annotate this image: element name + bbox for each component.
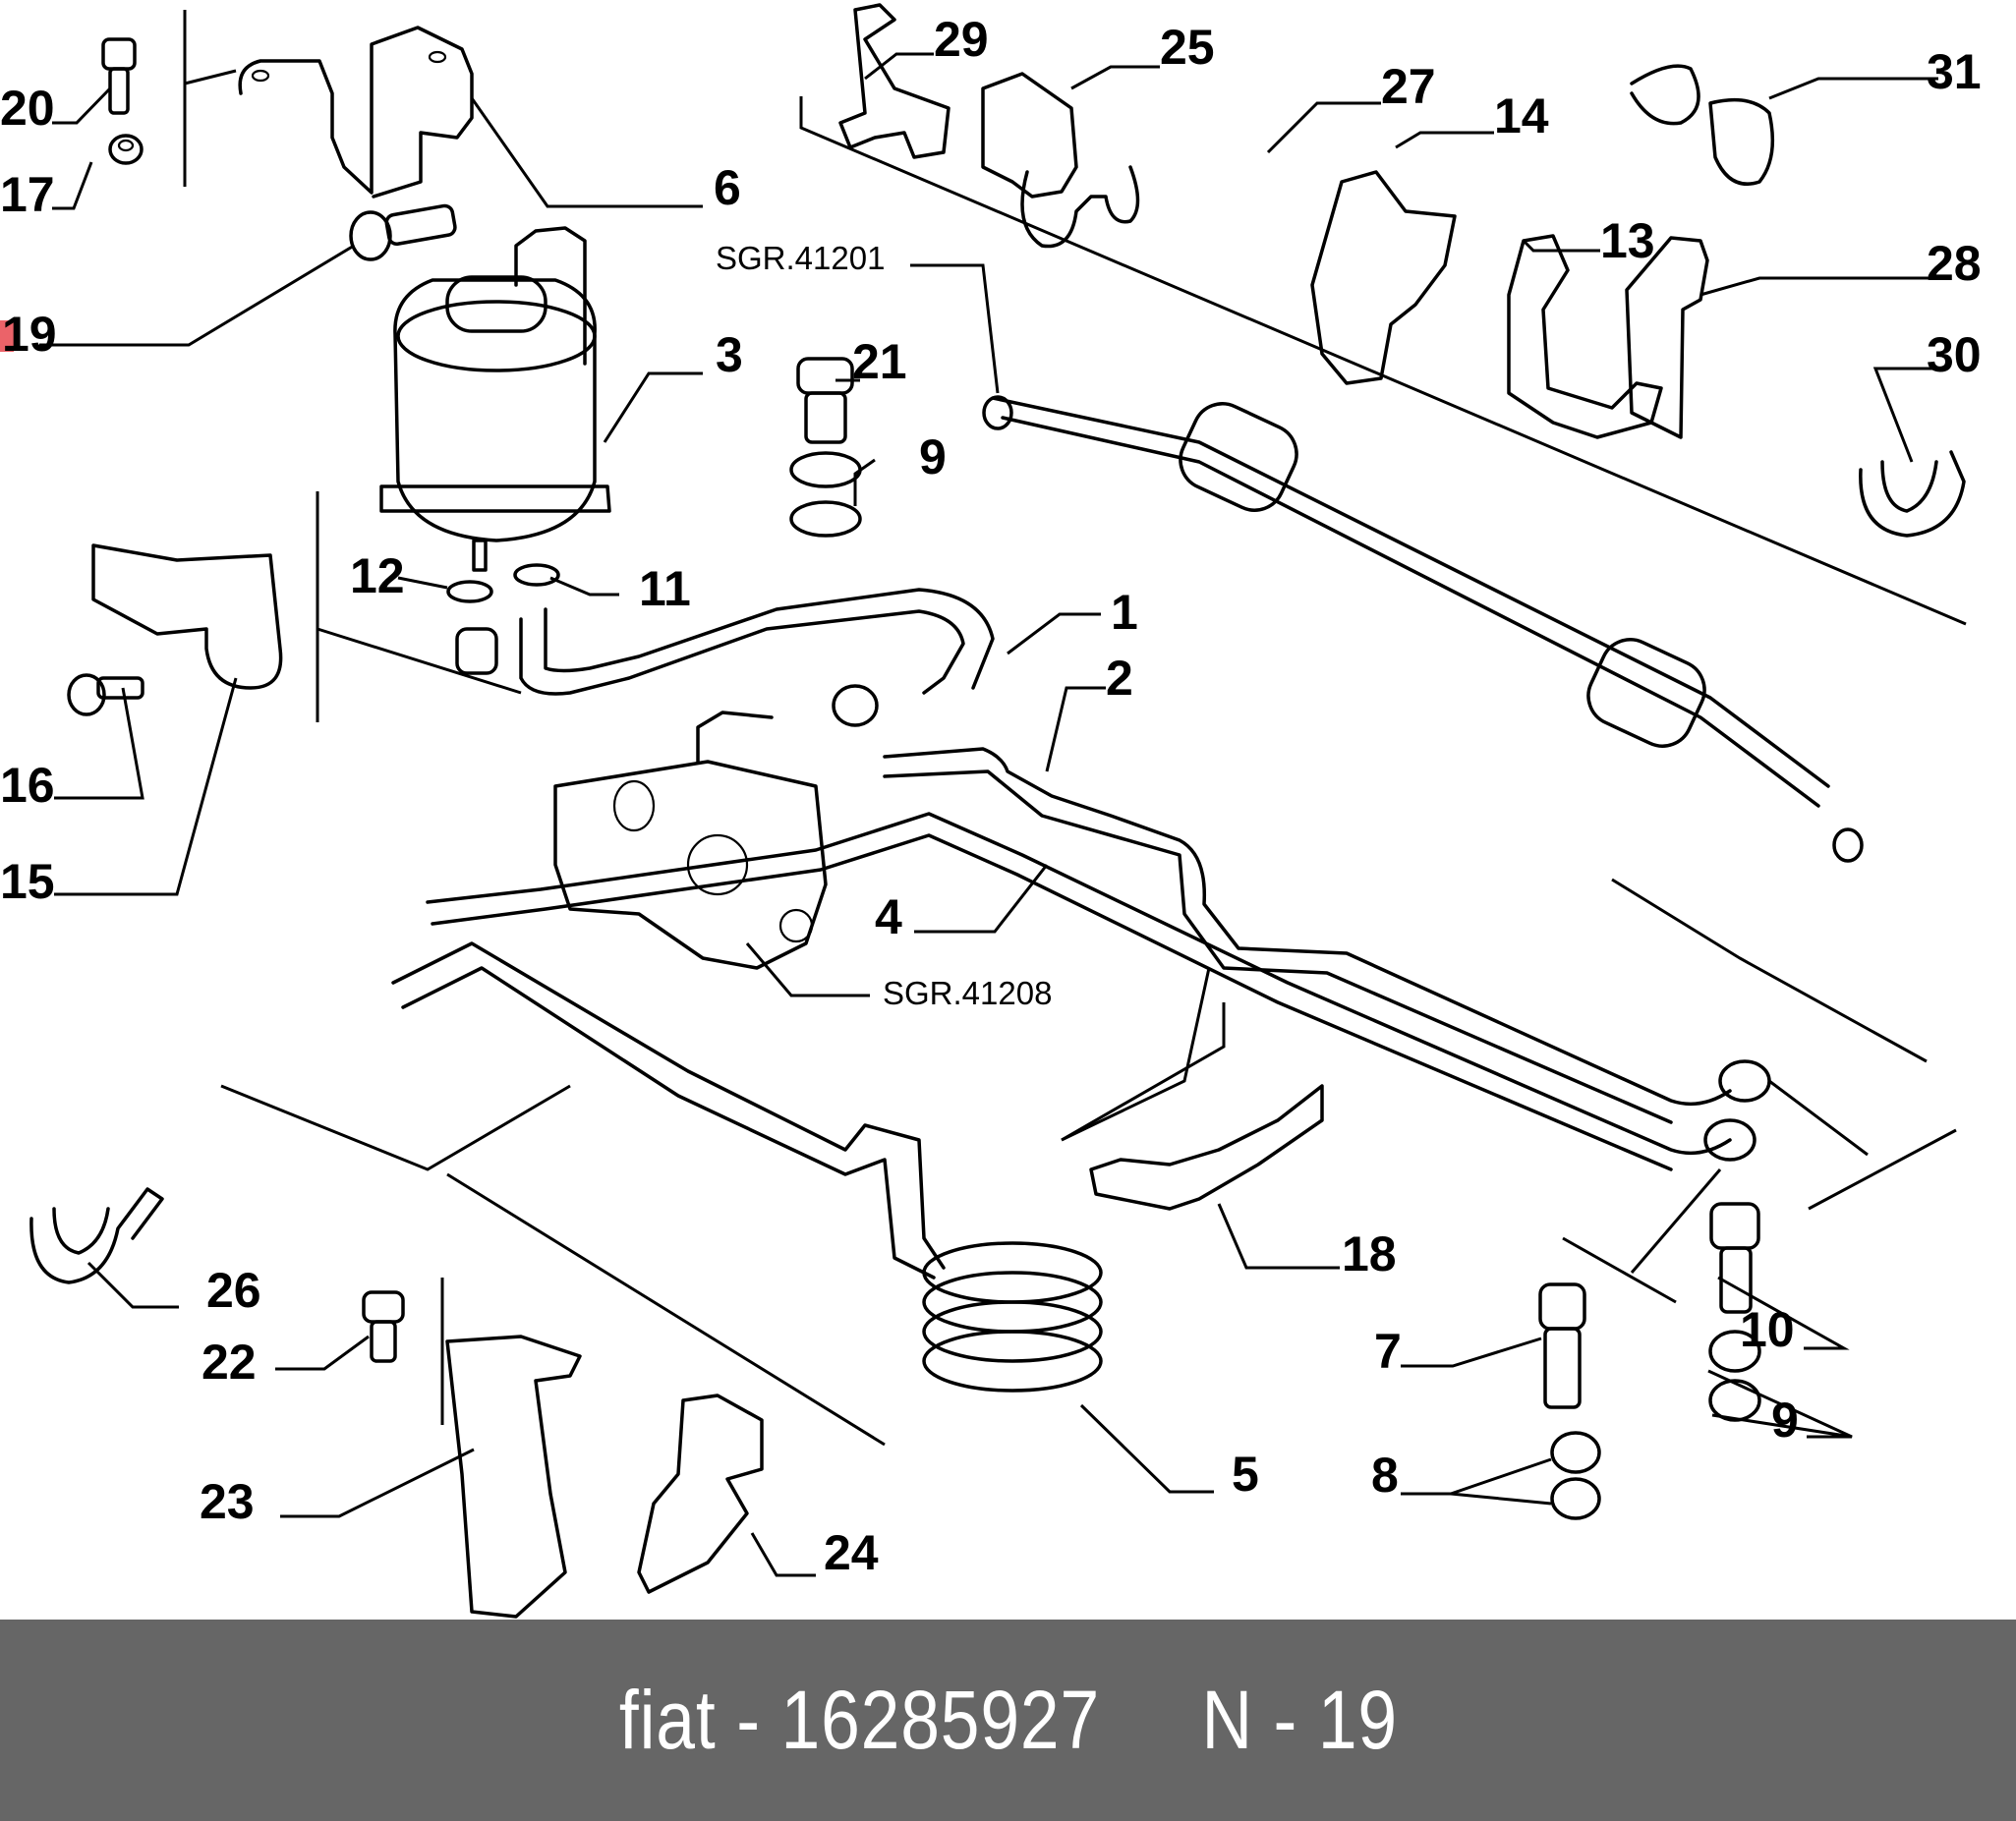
callout-labels: 20 17 19 6 3 12 11 16 15 29 25 27 14 31 … bbox=[0, 12, 1982, 1580]
callout-2[interactable]: 2 bbox=[1106, 651, 1133, 706]
callout-7[interactable]: 7 bbox=[1374, 1324, 1402, 1379]
part-30-clip[interactable] bbox=[1859, 450, 1966, 538]
part-11-clamp[interactable] bbox=[513, 563, 560, 587]
part-9-washers-top[interactable] bbox=[789, 451, 862, 538]
callout-14[interactable]: 14 bbox=[1494, 88, 1549, 143]
part-19-bolt[interactable] bbox=[349, 203, 457, 261]
reference-sgr-41208[interactable]: SGR.41208 bbox=[883, 975, 1052, 1011]
part-18-bracket[interactable] bbox=[1089, 1084, 1324, 1211]
part-6-bracket[interactable] bbox=[238, 26, 474, 199]
highlight-marker bbox=[0, 320, 14, 352]
callout-19[interactable]: 19 bbox=[2, 307, 57, 362]
part-27-clip[interactable] bbox=[1020, 165, 1140, 249]
part-5-cooler[interactable] bbox=[391, 941, 1103, 1393]
callout-21[interactable]: 21 bbox=[852, 334, 907, 389]
leader-lines bbox=[39, 52, 1938, 1577]
reference-sgr-41201[interactable]: SGR.41201 bbox=[716, 240, 885, 276]
callout-6[interactable]: 6 bbox=[714, 160, 741, 215]
part-1-hose[interactable] bbox=[455, 588, 995, 727]
callout-22[interactable]: 22 bbox=[202, 1335, 257, 1390]
part-25-clip[interactable] bbox=[981, 72, 1078, 199]
callout-31[interactable]: 31 bbox=[1927, 44, 1982, 99]
callout-30[interactable]: 30 bbox=[1927, 327, 1982, 382]
part-22-bolt[interactable] bbox=[362, 1290, 405, 1363]
callout-5[interactable]: 5 bbox=[1232, 1447, 1259, 1502]
callout-27[interactable]: 27 bbox=[1381, 59, 1436, 114]
part-21-banjo-bolt[interactable] bbox=[796, 357, 854, 444]
callout-29[interactable]: 29 bbox=[934, 12, 989, 67]
part-caption-bar: fiat - 16285927 N - 19 bbox=[0, 1620, 2016, 1821]
callout-3[interactable]: 3 bbox=[716, 327, 743, 382]
part-24-bracket[interactable] bbox=[637, 1394, 764, 1594]
part-23-bracket[interactable] bbox=[445, 1335, 582, 1619]
callout-11[interactable]: 11 bbox=[639, 561, 691, 616]
part-15-bracket[interactable] bbox=[91, 543, 283, 690]
part-8-washers[interactable] bbox=[1550, 1431, 1601, 1520]
callout-26[interactable]: 26 bbox=[206, 1263, 261, 1318]
part-31-hose-clamp[interactable] bbox=[1630, 64, 1775, 186]
part-29-bracket[interactable] bbox=[838, 3, 950, 159]
callout-16[interactable]: 16 bbox=[0, 758, 55, 813]
callout-4[interactable]: 4 bbox=[875, 889, 902, 944]
callout-15[interactable]: 15 bbox=[0, 854, 55, 909]
callout-23[interactable]: 23 bbox=[200, 1474, 255, 1529]
part-2-pressure-line[interactable] bbox=[883, 747, 1771, 1124]
part-12-clamp[interactable] bbox=[446, 580, 493, 603]
part-3-reservoir[interactable] bbox=[379, 226, 611, 572]
callout-9-top[interactable]: 9 bbox=[919, 429, 947, 484]
part-17-nut[interactable] bbox=[108, 134, 144, 165]
callout-20[interactable]: 20 bbox=[0, 81, 55, 136]
power-steering-pump[interactable] bbox=[553, 711, 828, 970]
steering-rack[interactable] bbox=[982, 394, 1864, 863]
callout-18[interactable]: 18 bbox=[1342, 1226, 1397, 1281]
part-28-shield[interactable] bbox=[1625, 236, 1709, 439]
part-26-clip[interactable] bbox=[29, 1187, 164, 1284]
part-7-banjo-bolt[interactable] bbox=[1538, 1282, 1586, 1409]
callout-17[interactable]: 17 bbox=[0, 167, 55, 222]
callout-25[interactable]: 25 bbox=[1160, 20, 1215, 75]
divider-lines bbox=[183, 10, 1967, 1447]
part-16-bolt[interactable] bbox=[67, 673, 144, 716]
part-13-bracket[interactable] bbox=[1507, 234, 1663, 439]
callout-28[interactable]: 28 bbox=[1927, 236, 1982, 291]
callout-1[interactable]: 1 bbox=[1111, 585, 1138, 640]
part-4-return-line[interactable] bbox=[426, 812, 1757, 1171]
part-caption: fiat - 16285927 N - 19 bbox=[618, 1674, 1398, 1766]
part-14-clip[interactable] bbox=[1310, 170, 1457, 385]
parts-diagram: 20 17 19 6 3 12 11 16 15 29 25 27 14 31 … bbox=[0, 3, 1982, 1619]
callout-8[interactable]: 8 bbox=[1371, 1448, 1399, 1503]
part-20-bolt[interactable] bbox=[101, 37, 137, 115]
callout-13[interactable]: 13 bbox=[1600, 213, 1655, 268]
callout-24[interactable]: 24 bbox=[824, 1525, 879, 1580]
callout-9-bottom[interactable]: 9 bbox=[1771, 1393, 1799, 1448]
callout-10[interactable]: 10 bbox=[1740, 1302, 1795, 1357]
callout-12[interactable]: 12 bbox=[350, 548, 405, 603]
